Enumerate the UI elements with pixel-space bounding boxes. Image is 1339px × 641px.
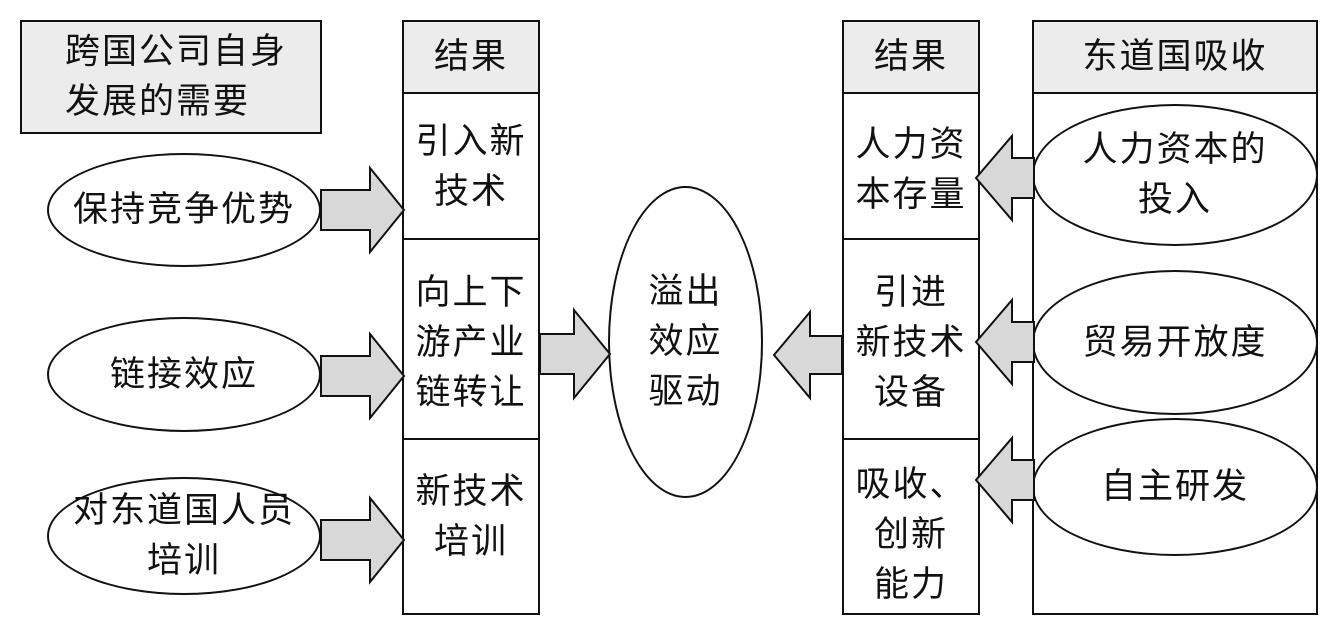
left-result-new-tech: 引入新 技术 [415,122,527,212]
right-results-header: 结果 [873,37,948,77]
driver-ellipse-linkage-effect: 链接效应 [47,317,321,432]
arrow-right-icon [539,307,612,401]
arrow-left-icon [974,133,1035,223]
arrow-left-icon [974,435,1035,525]
driver-label: 链接效应 [109,354,258,395]
right-result-innovation: 吸收、 创新 能力 [855,465,967,605]
host-ellipse-trade-openness: 贸易开放度 [1032,270,1318,415]
driver-label: 保持竞争优势 [72,190,295,230]
left-result-cell [402,238,540,440]
left-result-transfer: 向上下 游产业 链转让 [415,273,527,413]
arrow-right-icon [320,165,406,255]
driver-label: 对东道国人员 培训 [72,491,295,581]
host-ellipse-human-capital: 人力资本的 投入 [1032,104,1318,246]
left-results-header: 结果 [433,37,508,77]
left-title-box [20,20,322,134]
host-label: 人力资本的 投入 [1082,130,1268,220]
right-result-equipment: 引进 新技术 设备 [855,273,967,413]
spillover-label: 溢出 效应 驱动 [648,272,723,412]
arrow-right-icon [320,331,406,421]
right-result-human-capital: 人力资 本存量 [855,125,967,215]
arrow-left-icon [772,309,843,401]
left-result-training: 新技术 培训 [415,472,527,562]
arrow-right-icon [320,495,406,585]
spillover-effect-ellipse: 溢出 效应 驱动 [608,186,763,498]
host-absorption-header: 东道国吸收 [1082,37,1268,77]
arrow-left-icon [974,297,1035,387]
host-absorption-header-box [1032,20,1318,94]
host-ellipse-independent-rd: 自主研发 [1032,418,1318,556]
left-result-cell [402,92,540,240]
driver-ellipse-training: 对东道国人员 培训 [47,477,321,595]
right-result-cell [842,92,980,240]
host-label: 贸易开放度 [1082,322,1268,363]
left-title: 跨国公司自身 发展的需要 [65,32,288,122]
host-label: 自主研发 [1100,467,1249,507]
